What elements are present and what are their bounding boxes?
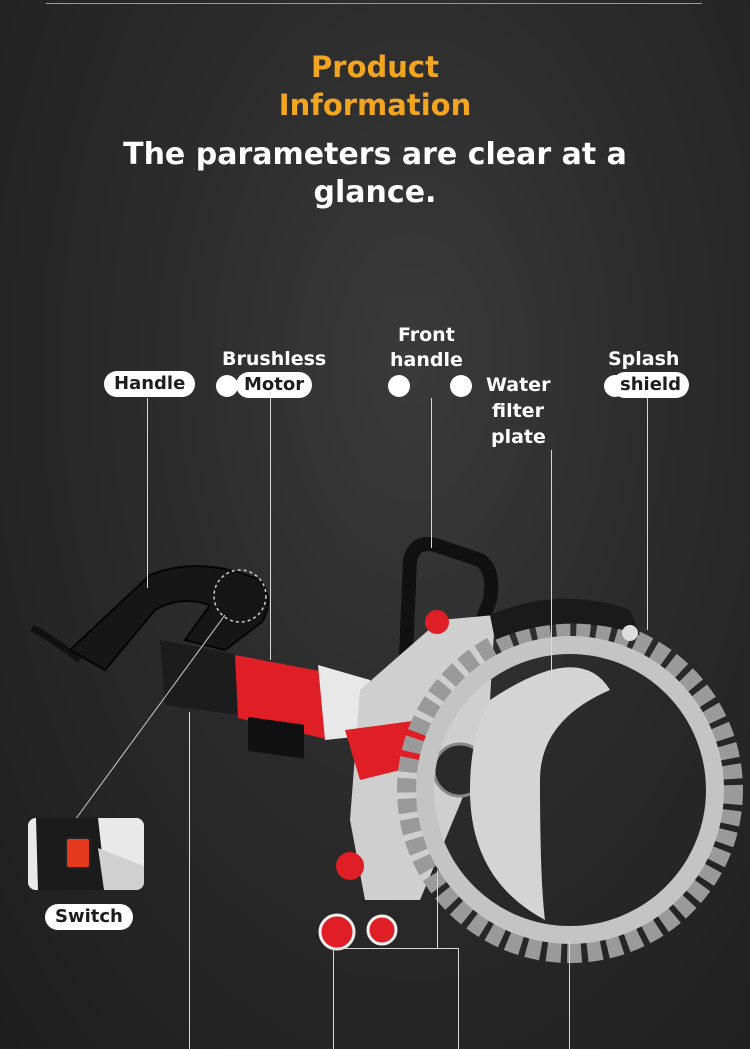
motor-rear-body — [160, 640, 240, 715]
bottom-leader-4 — [437, 870, 438, 948]
switch-label: Switch — [45, 904, 133, 930]
switch-leader-line — [74, 614, 226, 821]
front-wheel — [318, 913, 356, 951]
bottom-leader-1 — [189, 712, 190, 1049]
switch-detail-inset — [28, 818, 144, 890]
power-cord — [30, 624, 83, 663]
water-filter-label-line-1: Water — [486, 374, 551, 396]
brushless-motor-label-line-1: Brushless — [222, 348, 327, 370]
water-filter-label-line-2: filter — [492, 400, 544, 422]
motor-label-plate — [248, 716, 304, 759]
splash-shield-bolt — [622, 625, 638, 641]
ring-blade-body — [416, 636, 724, 944]
section-subtitle: The parameters are clear at a glance. — [0, 136, 750, 212]
front-handle-dot-left — [388, 375, 410, 397]
water-filter-label-line-3: plate — [491, 426, 546, 448]
rear-handle-shape — [68, 565, 269, 672]
splash-shield-leader — [647, 398, 648, 630]
handle-leader — [147, 398, 148, 588]
switch-detail-image — [28, 818, 144, 890]
handle-label: Handle — [104, 371, 196, 397]
front-knob — [425, 610, 449, 634]
ring-blade-teeth — [397, 617, 743, 963]
splash-shield-label-line-2: shield — [612, 372, 689, 398]
section-subtitle-line-2: glance. — [313, 175, 437, 210]
water-filter-leader — [551, 450, 552, 680]
splash-shield-label-line-1: Splash — [608, 348, 680, 370]
bottom-leader-bridge — [333, 948, 458, 949]
section-title-line-2: Information — [278, 88, 472, 122]
switch-highlight-ring — [213, 569, 267, 623]
section-title: Product Information — [0, 48, 750, 124]
motor-dot-left — [216, 375, 238, 397]
section-title-line-1: Product — [311, 50, 439, 84]
lower-knob — [336, 852, 364, 880]
front-handle-label-line-2: handle — [390, 349, 463, 371]
front-handle-leader — [431, 398, 432, 548]
front-handle-dot-right — [450, 375, 472, 397]
top-divider — [46, 3, 702, 4]
bottom-leader-5 — [569, 940, 570, 1049]
splash-shield-shape — [490, 598, 640, 640]
bottom-leader-3 — [458, 948, 459, 1049]
brushless-motor-label-line-2: Motor — [236, 372, 313, 398]
front-handle-label-line-1: Front — [398, 324, 455, 346]
section-subtitle-line-1: The parameters are clear at a — [123, 137, 627, 172]
water-filter-plate-shape — [470, 667, 610, 920]
motor-leader — [270, 398, 271, 660]
bottom-leader-2 — [333, 948, 334, 1049]
rear-wheel — [366, 914, 398, 946]
